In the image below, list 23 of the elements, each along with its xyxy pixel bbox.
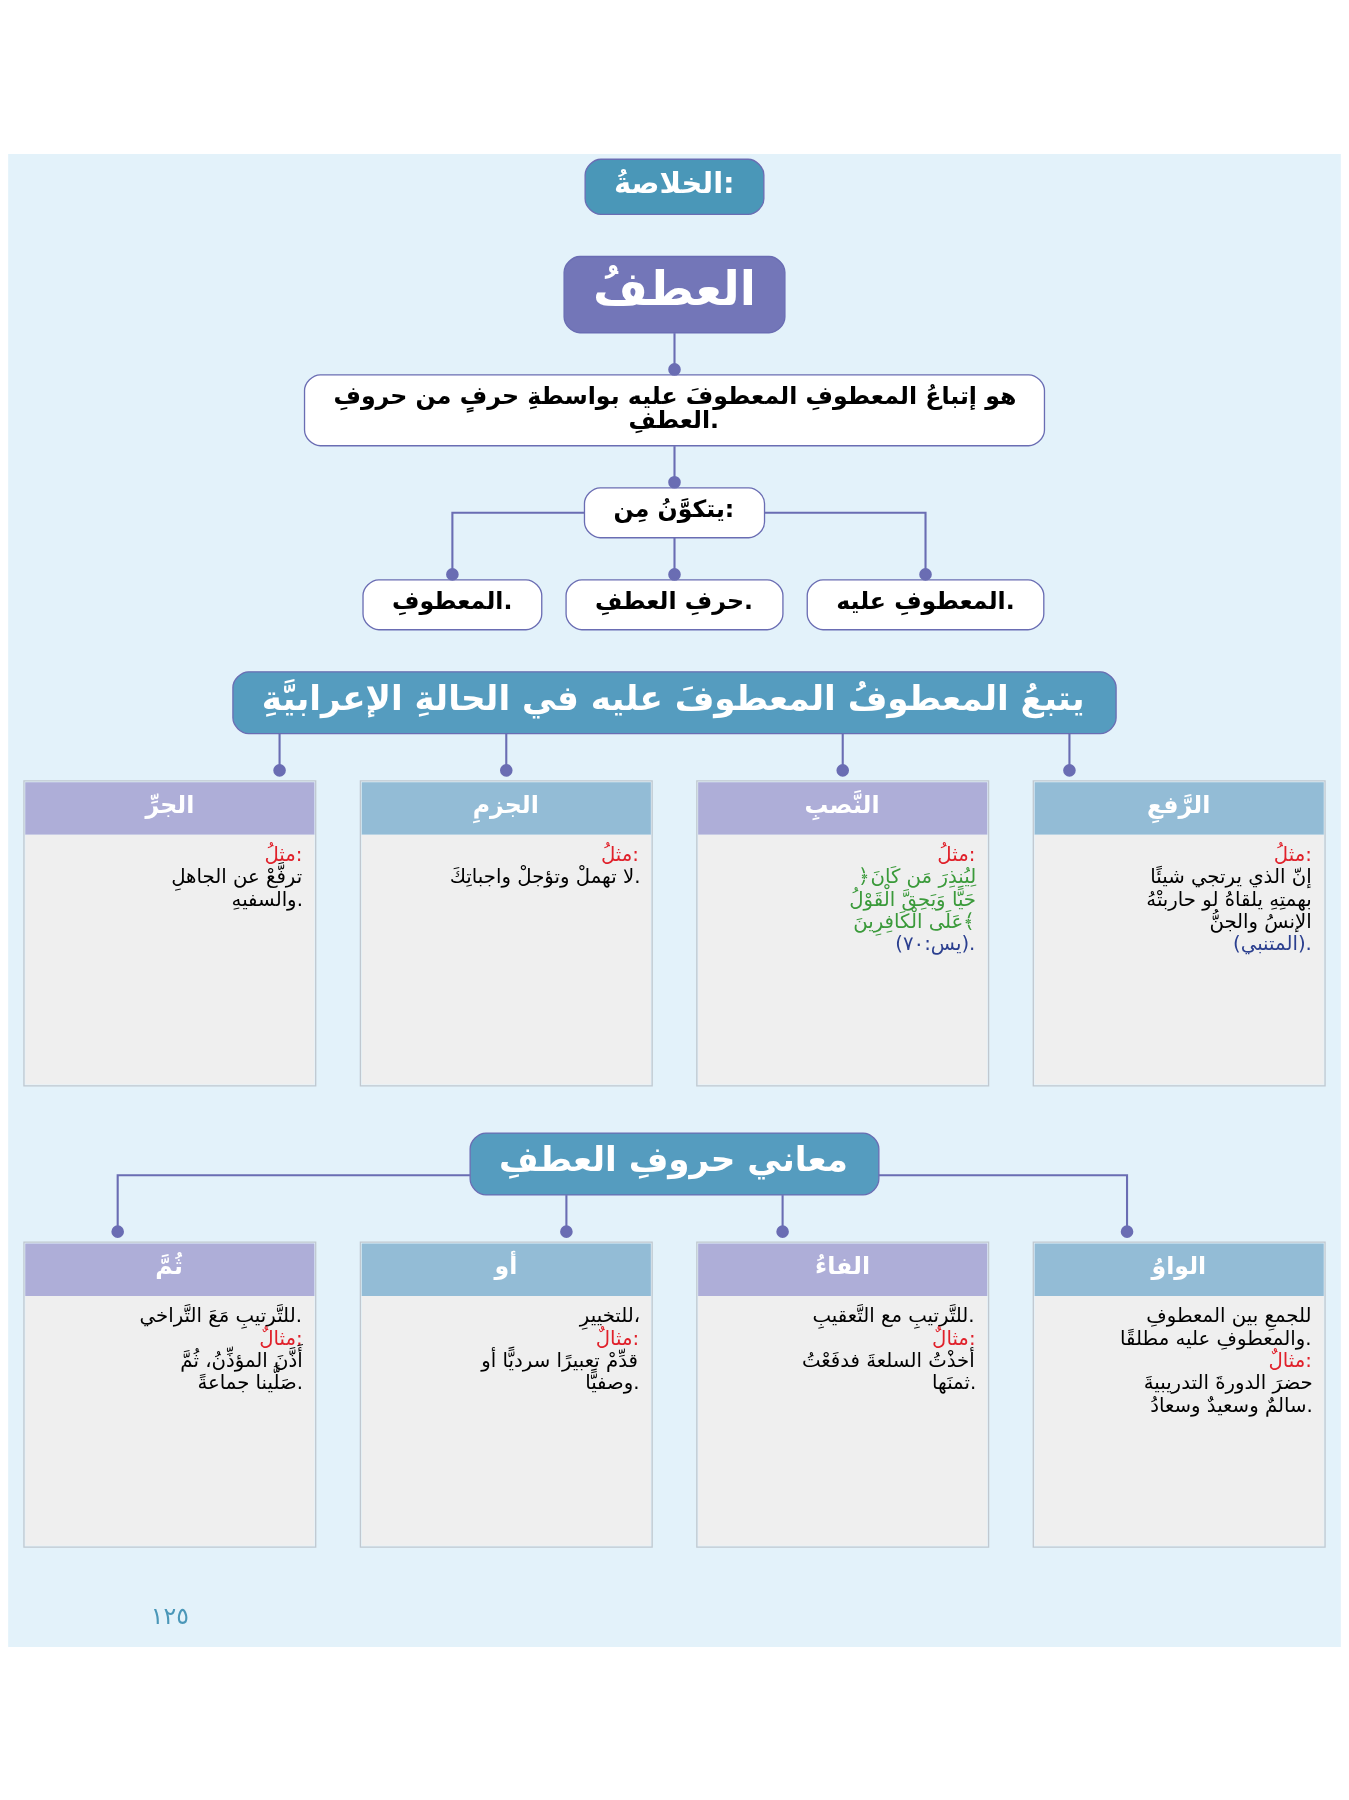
connector xyxy=(836,733,850,777)
connector xyxy=(668,445,681,488)
node-box: العطفُ xyxy=(563,255,786,333)
connector xyxy=(668,332,681,376)
node-box: معاني حروفِ العطفِ xyxy=(469,1131,880,1196)
connector xyxy=(273,733,286,777)
node-box: الخلاصةُ: xyxy=(584,158,765,215)
node-box: هو إتباعُ المعطوفِ المعطوفَ عليه بواسطةِ حرفٍ من حروفِ العطفِ. xyxy=(303,373,1046,446)
connector xyxy=(499,733,513,777)
connector xyxy=(668,537,681,581)
connector xyxy=(776,1194,789,1238)
node-box: يتبعُ المعطوفُ المعطوفَ عليه في الحالةِ الإعرابيَّةِ xyxy=(232,670,1117,734)
connector xyxy=(1063,733,1076,777)
connector xyxy=(446,511,585,581)
connector xyxy=(111,1173,470,1238)
node-box: يتكوَّنُ مِن: xyxy=(583,486,766,538)
node-box: حرفِ العطفِ. xyxy=(565,578,784,630)
node-box: المعطوفِ. xyxy=(362,578,543,630)
label: ١٢٥ xyxy=(150,1601,189,1630)
node-box: المعطوفِ عليه. xyxy=(806,578,1045,630)
connector xyxy=(560,1194,573,1238)
connector xyxy=(764,511,932,581)
connector xyxy=(878,1173,1134,1238)
